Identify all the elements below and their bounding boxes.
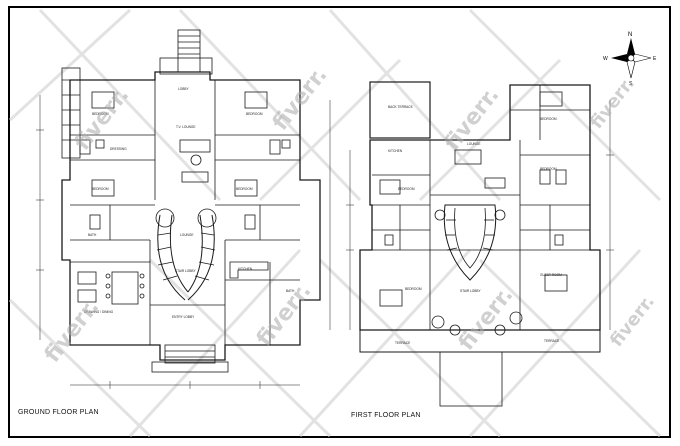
first-floor-caption: FIRST FLOOR PLAN <box>351 412 421 419</box>
label-bath: BATH <box>88 233 97 237</box>
ground-floor-plan <box>36 29 331 389</box>
label-lounge-ff: LOUNGE <box>467 142 480 146</box>
label-tv-lounge: T.V. LOUNGE <box>176 125 196 129</box>
label-bedroom-ff-w: BEDROOM <box>398 187 415 191</box>
label-lounge: LOUNGE <box>180 233 193 237</box>
label-guest-room: GUEST ROOM <box>540 273 562 277</box>
compass-n: N <box>628 32 632 38</box>
sheet-border <box>8 6 671 438</box>
compass-rose: N S E W <box>603 32 657 87</box>
label-bedroom-ff-ne: BEDROOM <box>540 117 557 121</box>
watermark-grid <box>8 8 662 438</box>
ground-room-labels: LOBBY T.V. LOUNGE BEDROOM BEDROOM DRESSI… <box>84 87 295 319</box>
label-bath2: BATH <box>286 289 295 293</box>
compass-e: E <box>653 56 657 62</box>
label-stair-lobby: STAIR LOBBY <box>175 269 197 273</box>
compass-w: W <box>603 56 608 62</box>
label-bedroom-ff-sw: BEDROOM <box>405 287 422 291</box>
label-back-terrace: BACK TERRACE <box>388 105 413 109</box>
first-floor-plan <box>346 81 614 407</box>
ground-floor-caption: GROUND FLOOR PLAN <box>18 409 99 416</box>
label-entry-lobby: ENTRY LOBBY <box>172 315 195 319</box>
label-dressing: DRESSING <box>110 147 127 151</box>
label-bedroom-ne: BEDROOM <box>246 112 263 116</box>
label-bedroom-e: BEDROOM <box>236 187 253 191</box>
label-kitchen-ff: KITCHEN <box>388 149 403 153</box>
label-terrace-w: TERRACE <box>395 341 410 345</box>
compass-s: S <box>629 81 633 87</box>
label-bedroom-nw: BEDROOM <box>92 112 109 116</box>
label-kitchen: KITCHEN <box>238 267 253 271</box>
label-terrace-e: TERRACE <box>544 339 559 343</box>
label-bedroom-w: BEDROOM <box>92 187 109 191</box>
label-stair-lobby-ff: STAIR LOBBY <box>460 289 482 293</box>
label-lobby: LOBBY <box>178 87 190 91</box>
label-drawing: DRAWING / DINING <box>84 310 114 314</box>
first-room-labels: BACK TERRACE KITCHEN LOUNGE BEDROOM BEDR… <box>388 105 562 345</box>
label-bedroom-ff-e: BEDROOM <box>540 167 557 171</box>
